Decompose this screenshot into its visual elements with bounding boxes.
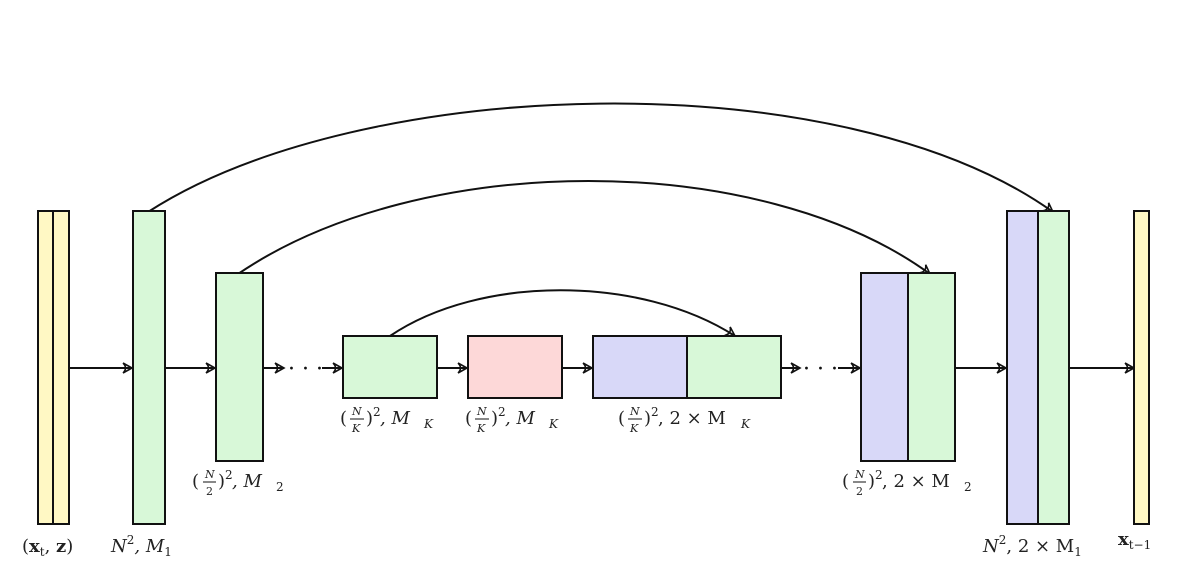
svg-text:N: N <box>204 468 215 481</box>
decoder-1-skip-block <box>1037 210 1070 525</box>
svg-text:N: N <box>351 405 362 418</box>
svg-text:K: K <box>629 422 639 435</box>
svg-text:, M: , M <box>380 408 410 429</box>
svg-text:K: K <box>351 422 361 435</box>
svg-text:N: N <box>854 468 865 481</box>
svg-text:2: 2 <box>276 480 284 494</box>
input-block-xt <box>37 210 54 525</box>
encoder-block-2 <box>215 272 264 462</box>
ellipsis-right: · · · <box>803 357 838 382</box>
svg-text:2: 2 <box>373 405 381 419</box>
svg-text:, 2 × M: , 2 × M <box>658 408 726 429</box>
svg-text:N: N <box>476 405 487 418</box>
label-encoder-2: ( N 2 ) 2 , M 2 <box>192 468 284 498</box>
svg-text:(: ( <box>618 408 625 429</box>
svg-text:, M: , M <box>232 471 262 492</box>
svg-text:(: ( <box>192 471 199 492</box>
label-output: xt−1 <box>1118 529 1151 552</box>
svg-text:2: 2 <box>498 405 506 419</box>
svg-text:K: K <box>548 417 559 431</box>
svg-text:2: 2 <box>206 485 213 498</box>
skip-arc-levelK <box>389 289 737 337</box>
decoder-2-skip-block <box>907 272 956 462</box>
svg-text:): ) <box>868 471 875 492</box>
label-decoder-K: ( N K ) 2 , 2 × M K <box>618 405 751 435</box>
output-block <box>1133 210 1150 525</box>
svg-text:): ) <box>644 408 651 429</box>
svg-text:2: 2 <box>964 480 972 494</box>
svg-text:2: 2 <box>225 468 233 482</box>
svg-text:(: ( <box>340 408 347 429</box>
svg-text:): ) <box>218 471 225 492</box>
encoder-block-1 <box>132 210 166 525</box>
svg-text:(: ( <box>842 471 849 492</box>
skip-arc-level1 <box>147 102 1055 213</box>
svg-text:K: K <box>423 417 434 431</box>
ellipsis-left: · · · <box>288 357 323 382</box>
skip-arc-level2 <box>237 180 932 275</box>
bottleneck-block <box>467 335 563 399</box>
label-encoder-1: N2, M1 <box>110 533 172 559</box>
encoder-block-K <box>342 335 438 399</box>
svg-text:): ) <box>491 408 498 429</box>
decoder-2-upsampled-block <box>860 272 909 462</box>
label-input: (xt, z) <box>22 536 73 559</box>
svg-text:N: N <box>629 405 640 418</box>
input-block-z <box>52 210 70 525</box>
svg-text:K: K <box>740 417 751 431</box>
label-bottleneck: ( N K ) 2 , M K <box>465 405 559 435</box>
label-decoder-2: ( N 2 ) 2 , 2 × M 2 <box>842 468 972 498</box>
label-encoder-K: ( N K ) 2 , M K <box>340 405 434 435</box>
svg-text:, 2 × M: , 2 × M <box>882 471 950 492</box>
decoder-1-upsampled-block <box>1006 210 1039 525</box>
svg-text:K: K <box>476 422 486 435</box>
svg-text:(: ( <box>465 408 472 429</box>
svg-text:2: 2 <box>875 468 883 482</box>
svg-text:2: 2 <box>856 485 863 498</box>
decoder-K-upsampled-block <box>592 335 688 399</box>
label-decoder-1: N2, 2 × M1 <box>982 533 1082 559</box>
svg-text:): ) <box>366 408 373 429</box>
svg-text:2: 2 <box>651 405 659 419</box>
decoder-K-skip-block <box>686 335 782 399</box>
svg-text:, M: , M <box>505 408 535 429</box>
